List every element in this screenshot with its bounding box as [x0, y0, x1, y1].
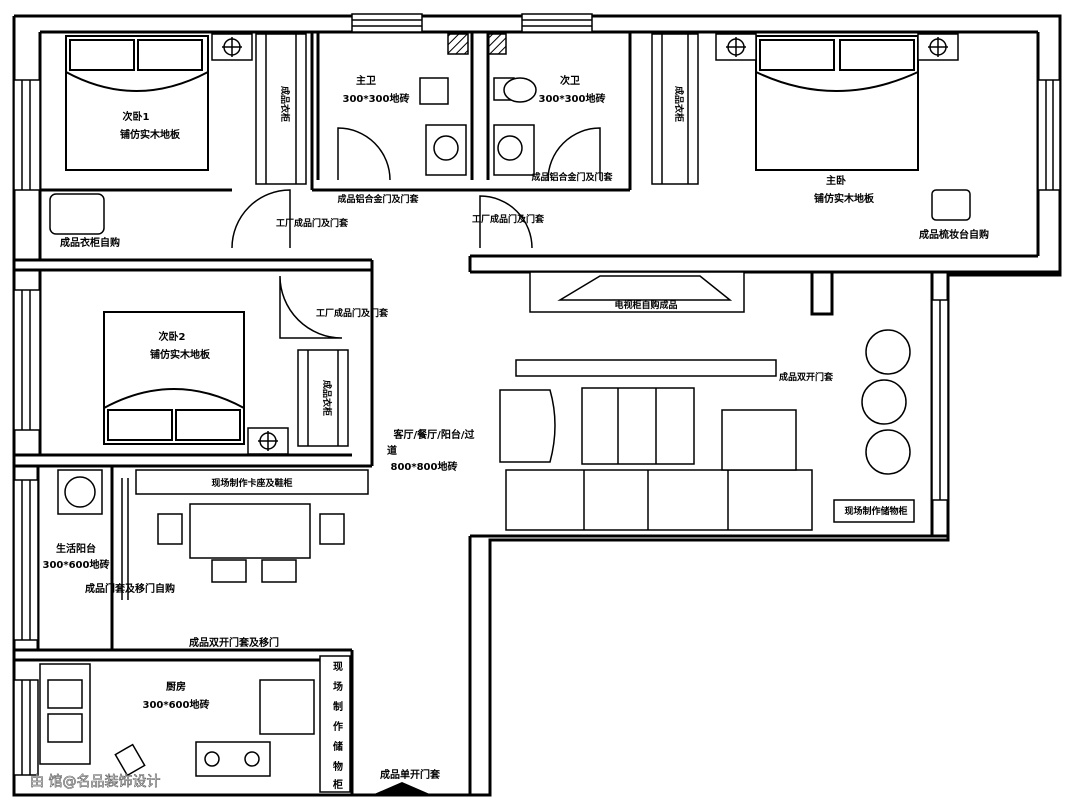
living-door-label: 成品双开门套 — [779, 371, 834, 383]
bath-door-note: 成品铝合金门及门套 — [337, 193, 419, 205]
bedroom1-floor: 铺仿实木地板 — [120, 128, 181, 141]
master-floor: 铺仿实木地板 — [814, 192, 875, 205]
entry-door-label: 成品单开门套 — [380, 768, 441, 781]
second-bath-name: 次卫 — [560, 74, 580, 87]
coffee-table — [581, 387, 695, 465]
door-swing — [547, 127, 601, 181]
svg-text:场: 场 — [333, 680, 343, 693]
svg-text:物: 物 — [333, 760, 343, 773]
wardrobe-right-label: 成品衣柜 — [673, 86, 685, 122]
master-bath-name: 主卫 — [356, 74, 376, 87]
svg-text:储: 储 — [332, 740, 343, 753]
second-bath-tile: 300*300地砖 — [539, 92, 606, 105]
side-cabinet-label: 现场制作储物柜 — [844, 505, 907, 517]
kitchen-cabinet-label: 现 场 制 作 储 物 柜 — [332, 661, 343, 791]
kitchen-tile: 300*600地砖 — [143, 698, 210, 711]
master-furniture: 成品梳妆台自购 — [919, 228, 989, 241]
svg-text:作: 作 — [333, 720, 343, 733]
door-swing — [231, 189, 291, 249]
bedroom2-name: 次卧2 — [159, 330, 186, 343]
shoe-cabinet-label: 现场制作卡座及鞋柜 — [211, 477, 292, 489]
balcony-door-note: 成品门套及移门自购 — [85, 582, 175, 595]
svg-text:柜: 柜 — [332, 778, 343, 791]
factory-door-note-2: 工厂成品门及门套 — [472, 213, 545, 225]
living-room-name-2: 道 — [387, 444, 397, 457]
balcony-name: 生活阳台 — [56, 542, 96, 555]
entry-door-arrow — [372, 782, 432, 795]
kitchen-door-label: 成品双开门套及移门 — [189, 636, 279, 649]
bedroom2-floor: 铺仿实木地板 — [150, 348, 211, 361]
watermark: 由 馆@名品装饰设计 — [30, 774, 160, 790]
wardrobe — [255, 33, 307, 185]
bedroom1-furniture: 成品衣柜自购 — [60, 236, 120, 249]
wardrobe — [651, 33, 699, 185]
master-name: 主卧 — [826, 174, 846, 187]
door-swing — [337, 127, 391, 181]
tv-cabinet — [529, 271, 745, 313]
living-room-name: 客厅/餐厅/阳台/过 — [393, 428, 475, 441]
wardrobe-left-label: 成品衣柜 — [279, 86, 291, 122]
living-room-tile: 800*800地砖 — [391, 460, 458, 473]
factory-door-note-3: 工厂成品门及门套 — [316, 307, 389, 319]
master-bath-tile: 300*300地砖 — [343, 92, 410, 105]
tv-cabinet-label: 电视柜自购成品 — [614, 299, 677, 311]
door-swing — [279, 275, 343, 339]
door-swing — [479, 195, 533, 249]
factory-door-note-1: 工厂成品门及门套 — [276, 217, 349, 229]
dining-table — [189, 503, 311, 559]
sofa — [505, 469, 813, 531]
bedroom1-name: 次卧1 — [123, 110, 150, 123]
wardrobe — [297, 349, 349, 447]
svg-text:制: 制 — [333, 700, 343, 713]
bath-door-note-2: 成品铝合金门及门套 — [531, 171, 613, 183]
balcony-tile: 300*600地砖 — [43, 558, 110, 571]
kitchen-name: 厨房 — [166, 680, 186, 693]
wardrobe-b2-label: 成品衣柜 — [321, 380, 333, 416]
svg-text:现: 现 — [333, 661, 343, 673]
